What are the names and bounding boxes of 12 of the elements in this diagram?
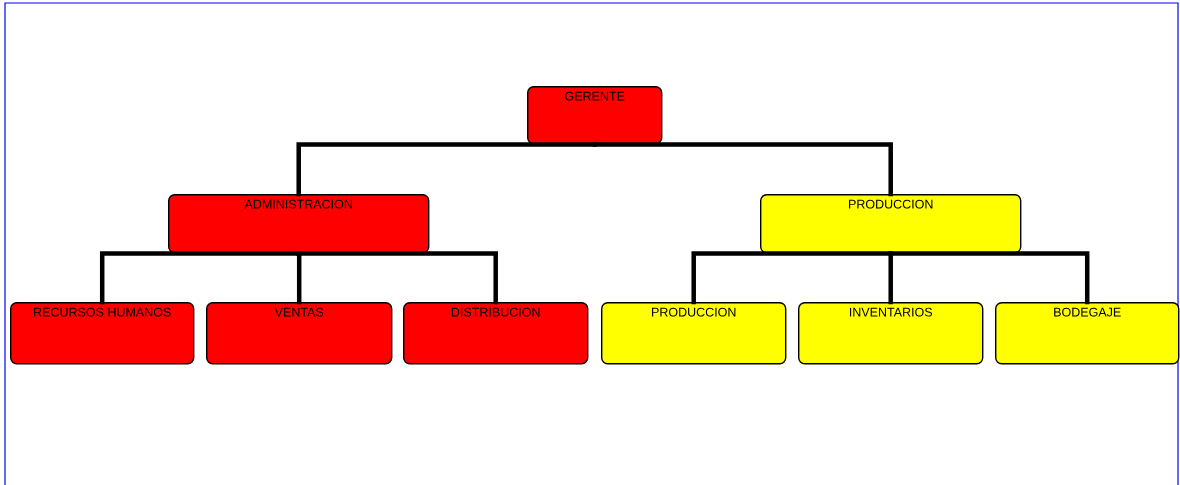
org-box: ADMINISTRACION <box>168 194 430 254</box>
org-box: GERENTE <box>527 86 663 145</box>
connector-line <box>296 251 498 305</box>
connector-line <box>888 251 1090 305</box>
org-box: PRODUCCION <box>760 194 1022 254</box>
org-box: PRODUCCION <box>601 302 787 365</box>
org-box: RECURSOS HUMANOS <box>10 302 195 365</box>
org-box: DISTRIBUCION <box>403 302 589 365</box>
connector-line <box>592 142 893 197</box>
org-box: BODEGAJE <box>995 302 1180 365</box>
org-box: INVENTARIOS <box>798 302 984 365</box>
org-box: VENTAS <box>206 302 393 365</box>
